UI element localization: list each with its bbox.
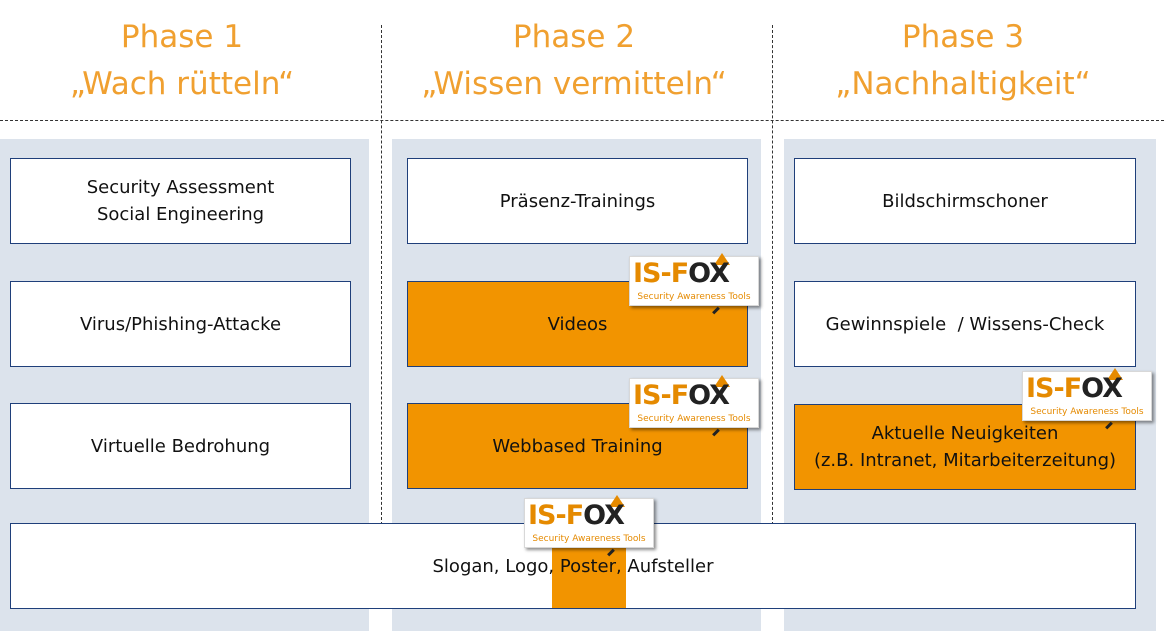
box-bildschirmschoner-label: Bildschirmschoner <box>882 190 1048 212</box>
logo-brand-part1: IS-F <box>1026 373 1082 404</box>
box-security-assessment-line2: Social Engineering <box>96 204 265 225</box>
logo-tagline: Security Awareness Tools <box>637 414 751 424</box>
logo-brand-part1: IS-F <box>633 258 689 289</box>
box-gewinnspiele-label: Gewinnspiele / Wissens-Check <box>825 313 1105 335</box>
logo-tagline: Security Awareness Tools <box>532 534 646 544</box>
phase3-header: Phase 3 „Nachhaltigkeit“ <box>773 14 1153 108</box>
fox-head-icon <box>1107 368 1123 380</box>
box-bildschirmschoner: Bildschirmschoner <box>794 158 1136 244</box>
logo-brand-part1: IS-F <box>528 500 584 531</box>
box-virtuelle-bedrohung: Virtuelle Bedrohung <box>10 403 351 489</box>
fox-head-icon <box>714 253 730 265</box>
phase2-title: Phase 2 <box>512 19 636 55</box>
logo-brand-part2: OX <box>688 380 730 411</box>
fox-head-icon <box>609 495 625 507</box>
box-praesenz-trainings: Präsenz-Trainings <box>407 158 748 244</box>
box-aktuelle-neuigkeiten-line2: (z.B. Intranet, Mitarbeiterzeitung) <box>813 450 1117 471</box>
box-virus-phishing: Virus/Phishing-Attacke <box>10 281 351 367</box>
isfox-logo: IS-FOX Security Awareness Tools <box>1022 368 1152 430</box>
isfox-logo: IS-FOX Security Awareness Tools <box>524 495 654 557</box>
phase2-subtitle: „Wissen vermitteln“ <box>421 66 727 102</box>
phase3-title: Phase 3 <box>901 19 1025 55</box>
fox-head-icon <box>714 375 730 387</box>
logo-brand-part2: OX <box>583 500 625 531</box>
phase1-header: Phase 1 „Wach rütteln“ <box>0 14 372 108</box>
box-security-assessment: Security Assessment Social Engineering <box>10 158 351 244</box>
logo-brand-part2: OX <box>688 258 730 289</box>
header-divider <box>0 120 1164 121</box>
box-virus-phishing-label: Virus/Phishing-Attacke <box>79 313 282 335</box>
box-slogan-logo-poster-text: Slogan, Logo, Poster, Aufsteller <box>10 523 1136 609</box>
logo-brand-part2: OX <box>1081 373 1123 404</box>
box-slogan-logo-poster-label: Slogan, Logo, Poster, Aufsteller <box>432 555 714 577</box>
box-aktuelle-neuigkeiten-line1: Aktuelle Neuigkeiten <box>871 423 1059 444</box>
isfox-logo: IS-FOX Security Awareness Tools <box>629 375 759 437</box>
box-webbased-training: Webbased Training <box>407 403 748 489</box>
logo-brand-part1: IS-F <box>633 380 689 411</box>
logo-tagline: Security Awareness Tools <box>637 292 751 302</box>
phase3-subtitle: „Nachhaltigkeit“ <box>835 66 1091 102</box>
box-praesenz-trainings-label: Präsenz-Trainings <box>499 190 656 212</box>
box-videos-label: Videos <box>547 313 608 335</box>
box-virtuelle-bedrohung-label: Virtuelle Bedrohung <box>90 435 271 457</box>
box-gewinnspiele: Gewinnspiele / Wissens-Check <box>794 281 1136 367</box>
box-webbased-training-label: Webbased Training <box>492 435 663 457</box>
column-divider-1 <box>381 25 382 530</box>
phase1-title: Phase 1 <box>120 19 244 55</box>
phase1-subtitle: „Wach rütteln“ <box>69 66 295 102</box>
box-security-assessment-line1: Security Assessment <box>86 177 275 198</box>
logo-tagline: Security Awareness Tools <box>1030 407 1144 417</box>
column-divider-2 <box>772 25 773 530</box>
isfox-logo: IS-FOX Security Awareness Tools <box>629 253 759 315</box>
phase2-header: Phase 2 „Wissen vermitteln“ <box>384 14 764 108</box>
